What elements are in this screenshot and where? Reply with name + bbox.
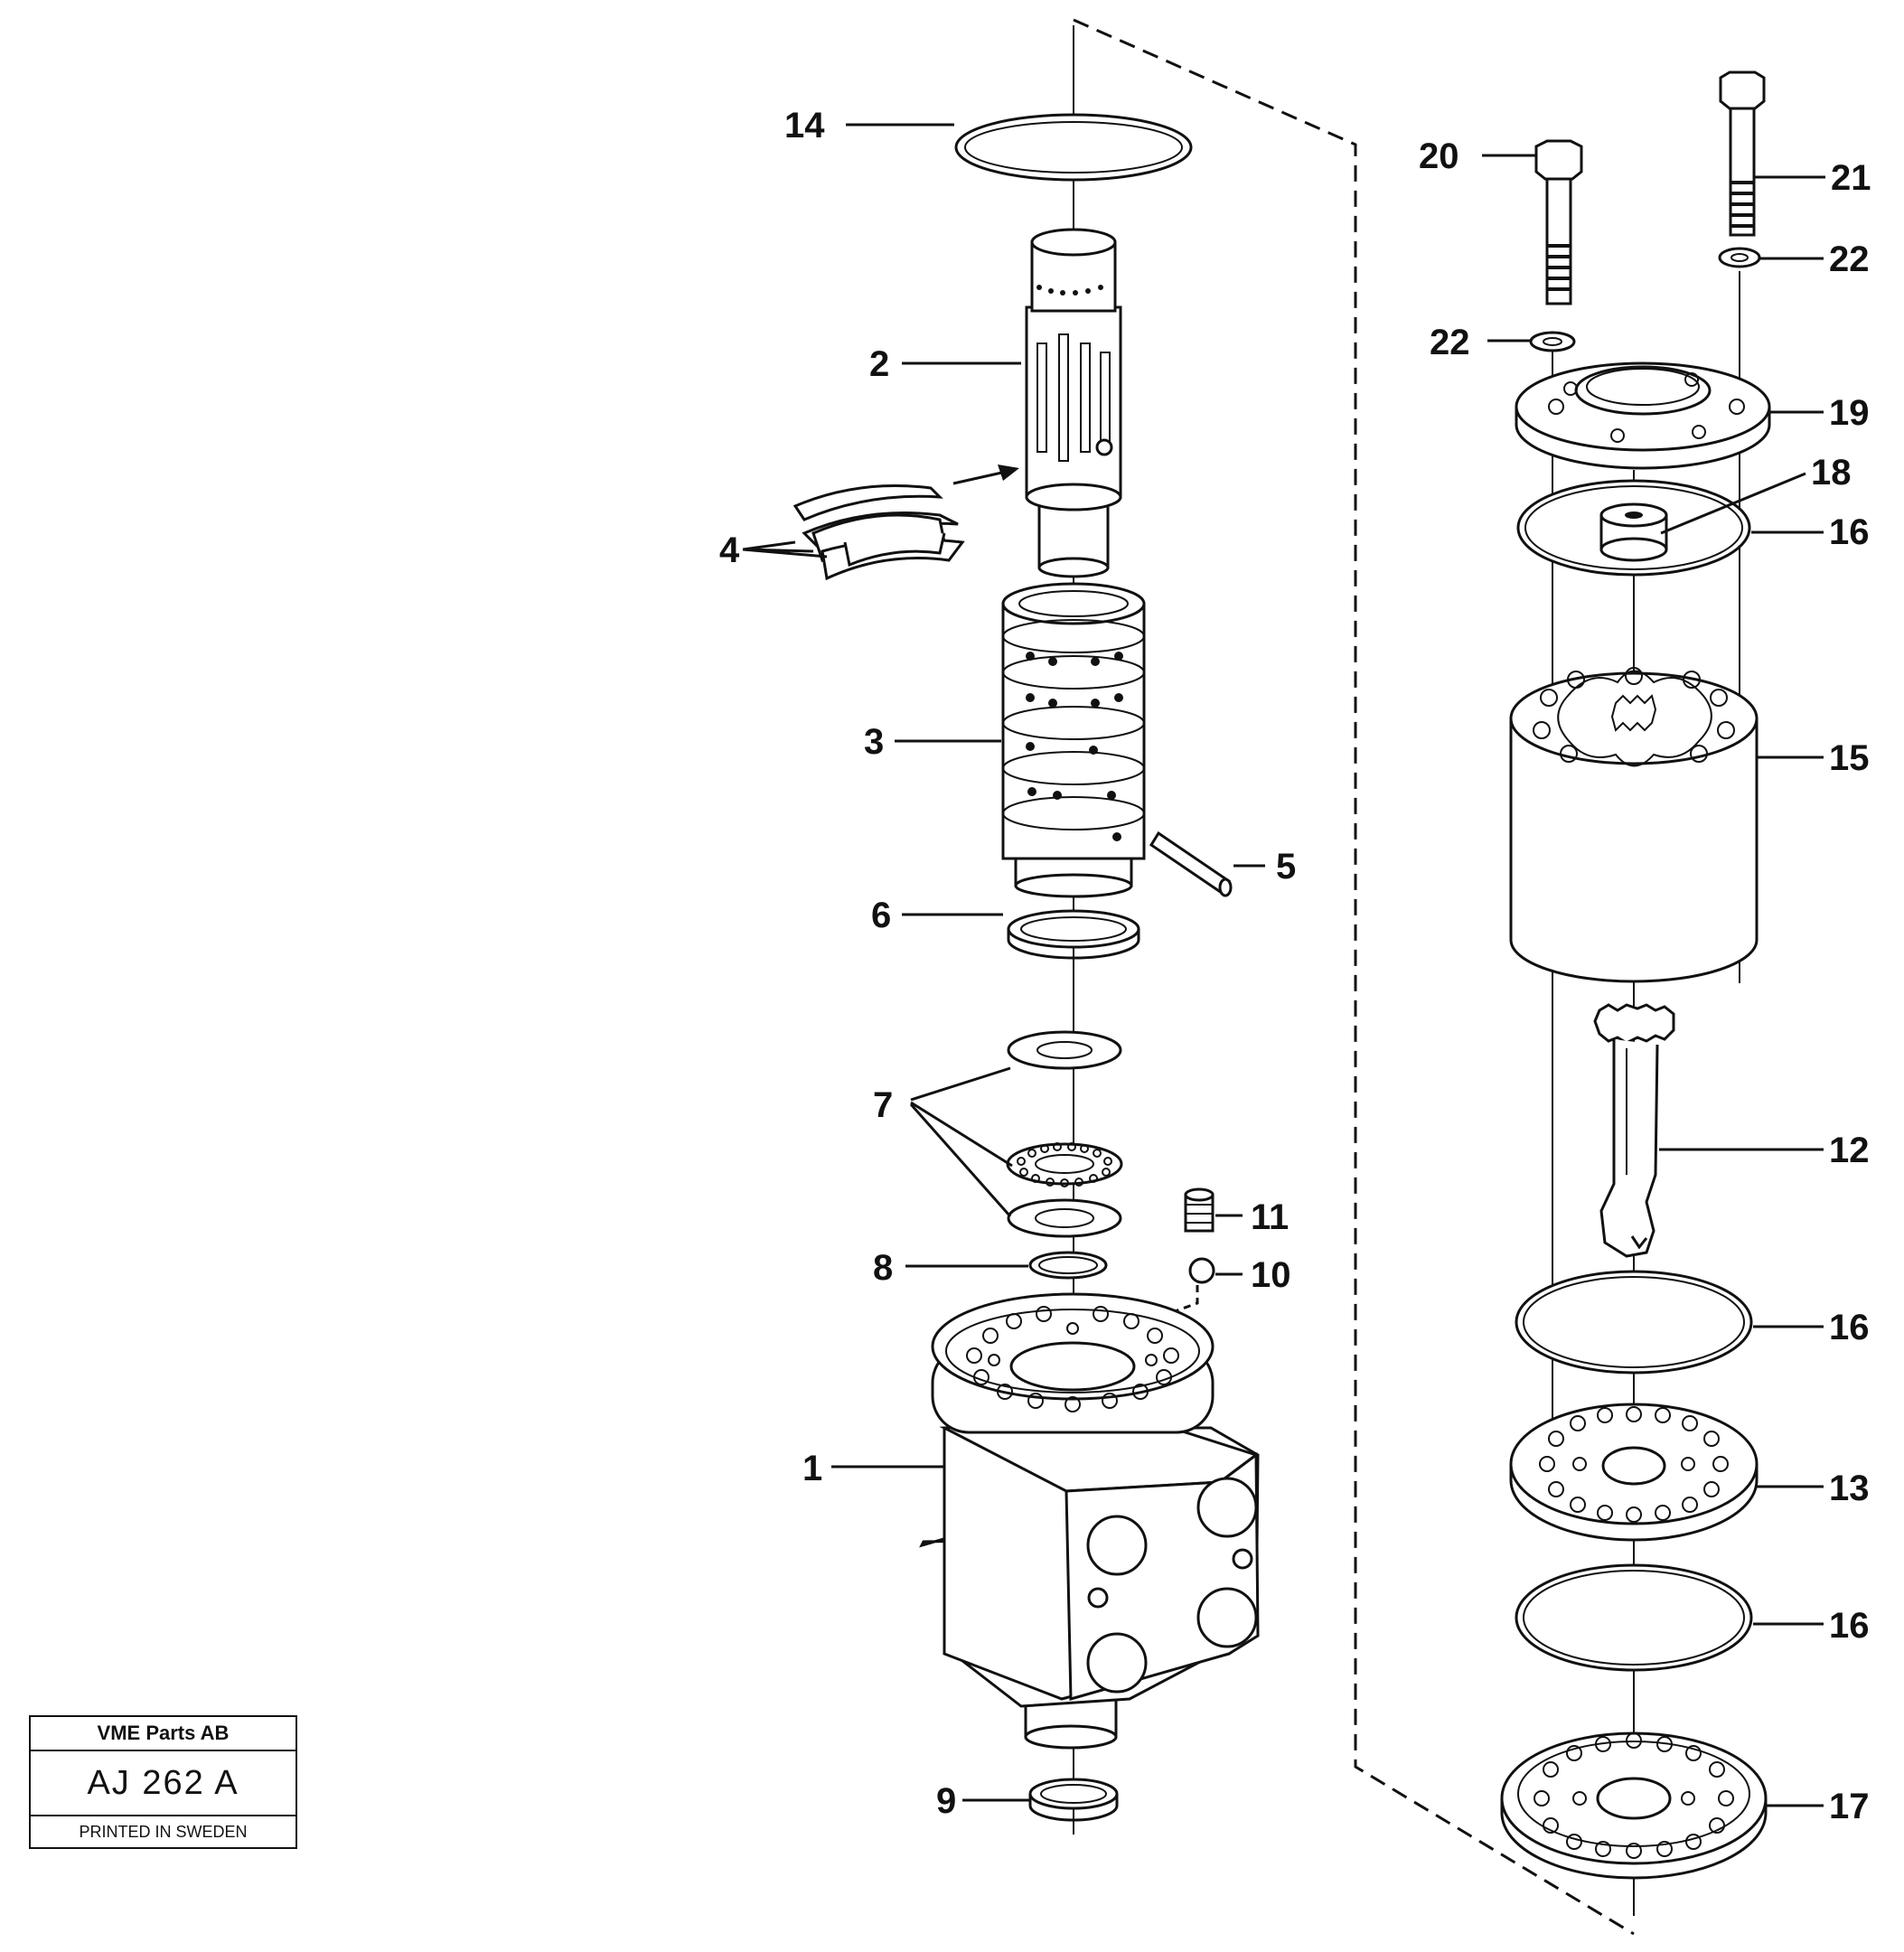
part-7-bearing xyxy=(1006,1030,1123,1238)
part-1-housing xyxy=(919,1292,1260,1750)
part-3-sleeve xyxy=(1001,582,1146,898)
part-20-bolt xyxy=(1534,139,1583,305)
part-16-o-ring-lower xyxy=(1515,1563,1753,1672)
callout-5: 5 xyxy=(1276,847,1296,887)
part-6-ring xyxy=(1007,909,1140,960)
part-11-plug-screw xyxy=(1184,1187,1215,1233)
callout-16-top: 16 xyxy=(1829,512,1870,552)
callout-15: 15 xyxy=(1829,738,1870,778)
part-13-valve-plate xyxy=(1509,1403,1759,1542)
part-14-o-ring xyxy=(954,113,1193,182)
part-9-ring xyxy=(1028,1778,1119,1822)
part-21-bolt xyxy=(1719,70,1766,237)
callout-18: 18 xyxy=(1811,453,1852,493)
callout-17: 17 xyxy=(1829,1787,1870,1826)
stamp-company: VME Parts AB xyxy=(31,1717,295,1751)
assembly-dashed-outline xyxy=(1073,18,1635,1936)
callout-14: 14 xyxy=(784,106,825,145)
part-18-spacer xyxy=(1599,502,1668,562)
stamp-printed-note: PRINTED IN SWEDEN xyxy=(79,1822,248,1841)
part-2-spool xyxy=(1025,228,1122,578)
callout-8: 8 xyxy=(873,1248,893,1288)
part-4-springs xyxy=(793,465,1019,581)
part-8-ring xyxy=(1028,1251,1108,1280)
callout-7: 7 xyxy=(873,1085,893,1125)
callout-6: 6 xyxy=(871,896,891,935)
leader-lines xyxy=(742,123,1825,1807)
callout-20: 20 xyxy=(1419,136,1459,176)
title-stamp: VME Parts AB AJ 262 A PRINTED IN SWEDEN xyxy=(29,1715,297,1849)
part-16-o-ring-mid xyxy=(1515,1270,1753,1375)
part-17-end-plate xyxy=(1500,1731,1768,1880)
part-22-washer-left xyxy=(1529,331,1576,352)
callout-21: 21 xyxy=(1831,158,1871,198)
callout-13: 13 xyxy=(1829,1469,1870,1508)
callout-12: 12 xyxy=(1829,1131,1870,1170)
callout-9: 9 xyxy=(936,1781,956,1821)
callout-4: 4 xyxy=(719,530,740,570)
part-5-pin xyxy=(1149,831,1233,897)
callout-22-left: 22 xyxy=(1430,323,1470,362)
callout-16-lower: 16 xyxy=(1829,1606,1870,1646)
callout-16-mid: 16 xyxy=(1829,1308,1870,1347)
part-12-drive-shaft xyxy=(1593,1003,1675,1258)
callout-11: 11 xyxy=(1251,1197,1289,1237)
callout-labels: 14 2 4 3 5 6 7 8 11 10 1 9 20 21 22 22 1… xyxy=(719,106,1871,1826)
part-19-end-cover xyxy=(1515,361,1771,470)
callout-3: 3 xyxy=(864,722,884,762)
stamp-drawing-code: AJ 262 A xyxy=(31,1751,295,1816)
part-22-washer-right xyxy=(1718,247,1761,268)
part-15-gear-set xyxy=(1509,667,1759,983)
callout-19: 19 xyxy=(1829,393,1870,433)
callout-1: 1 xyxy=(802,1449,822,1488)
callout-22-right: 22 xyxy=(1829,239,1870,279)
callout-2: 2 xyxy=(869,344,889,384)
callout-10: 10 xyxy=(1251,1255,1291,1295)
